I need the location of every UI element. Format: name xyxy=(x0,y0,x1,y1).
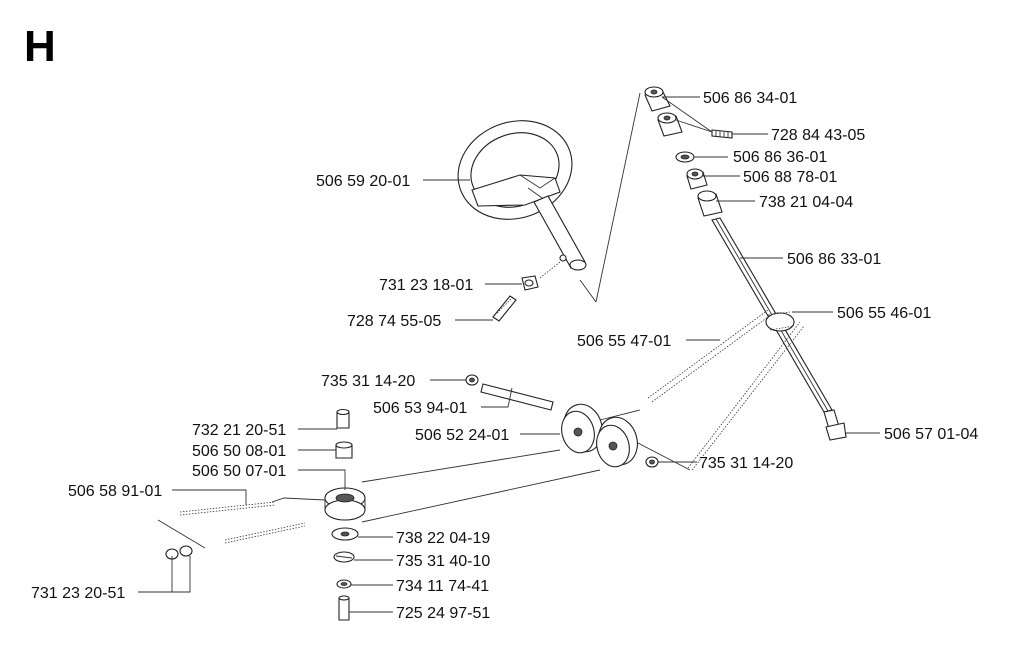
circlip-735-31-40 xyxy=(333,551,355,563)
bearing-738-21-04 xyxy=(697,190,723,217)
part-label-728-74-55-05: 728 74 55-05 xyxy=(347,313,441,330)
bushing-lower xyxy=(657,112,683,137)
part-label-735-31-40-10: 735 31 40-10 xyxy=(396,553,490,570)
part-label-728-84-43-05: 728 84 43-05 xyxy=(771,127,865,144)
part-label-506-50-07-01: 506 50 07-01 xyxy=(192,463,286,480)
pulley-506-52-24-a xyxy=(561,403,603,454)
part-label-506-86-33-01: 506 86 33-01 xyxy=(787,251,881,268)
part-label-506-55-46-01: 506 55 46-01 xyxy=(837,305,931,322)
section-letter: H xyxy=(24,22,56,71)
part-label-731-23-20-51: 731 23 20-51 xyxy=(31,585,125,602)
part-label-506-53-94-01: 506 53 94-01 xyxy=(373,400,467,417)
steering-wheel xyxy=(457,120,587,271)
bushing-506-50-08 xyxy=(335,441,353,459)
part-label-506-58-91-01: 506 58 91-01 xyxy=(68,483,162,500)
bolt-732-21-20 xyxy=(336,408,350,429)
chain-506-55-47 xyxy=(599,309,805,471)
part-label-506-86-36-01: 506 86 36-01 xyxy=(733,149,827,166)
bushing-506-86-34 xyxy=(644,86,671,112)
nuts-731-23-20 xyxy=(165,545,193,560)
nut-731-23-18 xyxy=(521,275,539,291)
part-label-506-88-78-01: 506 88 78-01 xyxy=(743,169,837,186)
steering-plate-506-50-07 xyxy=(324,487,366,521)
part-label-731-23-18-01: 731 23 18-01 xyxy=(379,277,473,294)
washer-506-86-36 xyxy=(675,151,695,163)
part-label-506-55-47-01: 506 55 47-01 xyxy=(577,333,671,350)
leader-frame xyxy=(579,92,641,303)
cable-506-58-91 xyxy=(157,497,326,549)
circlip-735-31-14-top xyxy=(465,374,479,386)
cable-guide-lines xyxy=(361,449,601,523)
part-label-506-52-24-01: 506 52 24-01 xyxy=(415,427,509,444)
part-label-725-24-97-51: 725 24 97-51 xyxy=(396,605,490,622)
part-label-738-21-04-04: 738 21 04-04 xyxy=(759,194,853,211)
part-label-506-50-08-01: 506 50 08-01 xyxy=(192,443,286,460)
bearing-738-22-04 xyxy=(331,527,359,541)
washer-734-11-74 xyxy=(336,579,352,589)
pulley-506-52-24-b xyxy=(596,416,638,468)
axle-506-53-94 xyxy=(480,383,554,411)
part-label-506-86-34-01: 506 86 34-01 xyxy=(703,90,797,107)
part-label-506-57-01-04: 506 57 01-04 xyxy=(884,426,978,443)
part-label-506-59-20-01: 506 59 20-01 xyxy=(316,173,410,190)
part-label-735-31-14-20-bottom: 735 31 14-20 xyxy=(699,455,793,472)
circlip-735-31-14-bottom xyxy=(645,456,659,468)
part-label-738-22-04-19: 738 22 04-19 xyxy=(396,530,490,547)
bolt-725-24-97 xyxy=(338,595,350,621)
screw-728-84-43 xyxy=(711,129,733,139)
leader-lines xyxy=(138,96,880,613)
part-label-732-21-20-51: 732 21 20-51 xyxy=(192,422,286,439)
part-label-734-11-74-41: 734 11 74-41 xyxy=(396,578,489,595)
pin-728-74-55 xyxy=(492,295,517,322)
part-label-735-31-14-20-top: 735 31 14-20 xyxy=(321,373,415,390)
bushing-506-88-78 xyxy=(686,168,708,190)
bolt-506-57-01 xyxy=(823,409,847,441)
